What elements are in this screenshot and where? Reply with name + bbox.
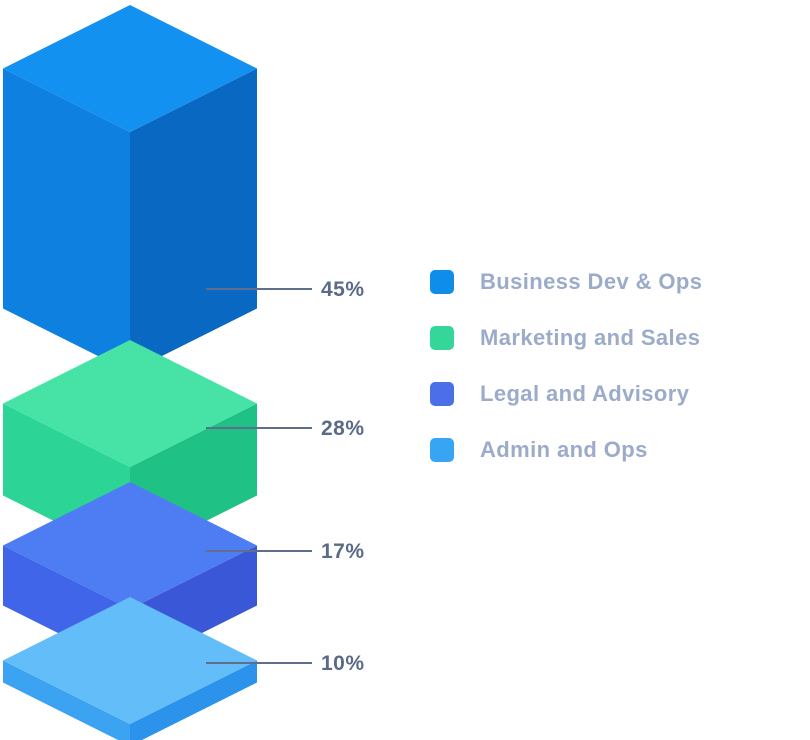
- legend-label: Legal and Advisory: [480, 381, 690, 406]
- box-top-face: [3, 5, 257, 132]
- box-right-face: [130, 660, 257, 740]
- chart-segment-3: [3, 597, 257, 740]
- percent-label: 10%: [321, 652, 365, 675]
- percent-label: 45%: [321, 278, 365, 301]
- box-top-face: [3, 597, 257, 724]
- legend-item-1: Marketing and Sales: [430, 325, 702, 350]
- legend-item-2: Legal and Advisory: [430, 381, 702, 406]
- box-right-face: [130, 68, 257, 372]
- chart-segment-0: [3, 5, 257, 372]
- legend-swatch: [430, 438, 454, 462]
- legend-label: Marketing and Sales: [480, 325, 701, 350]
- box-top-face: [3, 482, 257, 609]
- box-left-face: [3, 68, 130, 372]
- box-top-face: [3, 340, 257, 467]
- box-left-face: [3, 660, 130, 740]
- percent-label: 28%: [321, 417, 365, 440]
- legend-label: Admin and Ops: [480, 437, 648, 462]
- percent-label: 17%: [321, 540, 365, 563]
- legend-item-3: Admin and Ops: [430, 437, 702, 462]
- legend-swatch: [430, 382, 454, 406]
- legend-item-0: Business Dev & Ops: [430, 269, 703, 294]
- legend-swatch: [430, 326, 454, 350]
- legend-swatch: [430, 270, 454, 294]
- legend-label: Business Dev & Ops: [480, 269, 703, 294]
